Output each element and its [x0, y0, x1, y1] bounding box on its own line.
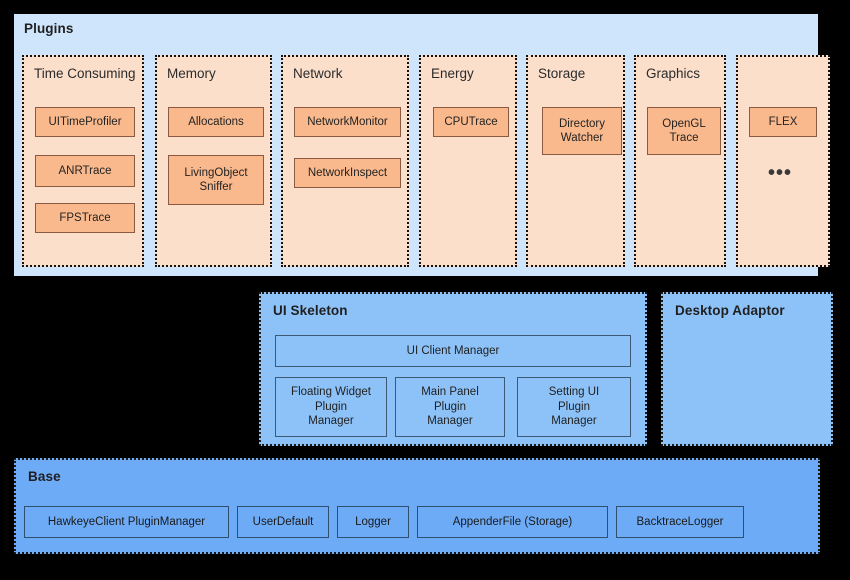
ui-skeleton-section: UI Skeleton UI Client Manager Floating W… — [259, 292, 647, 446]
plugin-column-title: Network — [293, 66, 343, 81]
base-box-appenderfile-storage[interactable]: AppenderFile (Storage) — [417, 506, 608, 538]
plugin-chip-flex[interactable]: FLEX — [749, 107, 817, 137]
plugin-chip-networkmonitor[interactable]: NetworkMonitor — [294, 107, 401, 137]
plugin-column-title: Memory — [167, 66, 216, 81]
base-box-logger[interactable]: Logger — [337, 506, 409, 538]
plugin-column-time-consuming: Time Consuming UITimeProfiler ANRTrace F… — [22, 55, 144, 267]
desktop-adaptor-title: Desktop Adaptor — [675, 303, 785, 318]
ui-skeleton-title: UI Skeleton — [273, 303, 348, 318]
more-plugins-ellipsis: ••• — [768, 162, 793, 184]
base-box-userdefault[interactable]: UserDefault — [237, 506, 329, 538]
plugin-column-network: Network NetworkMonitor NetworkInspect — [281, 55, 409, 267]
base-box-backtracelogger[interactable]: BacktraceLogger — [616, 506, 744, 538]
plugins-section-title: Plugins — [24, 21, 74, 36]
plugin-chip-fpstrace[interactable]: FPSTrace — [35, 203, 135, 233]
plugin-column-title: Energy — [431, 66, 474, 81]
plugin-column-energy: Energy CPUTrace — [419, 55, 517, 267]
desktop-adaptor-section: Desktop Adaptor — [661, 292, 833, 446]
plugin-column-title: Time Consuming — [34, 66, 136, 81]
plugin-chip-cputrace[interactable]: CPUTrace — [433, 107, 509, 137]
base-box-hawkeyeclient-pluginmanager[interactable]: HawkeyeClient PluginManager — [24, 506, 229, 538]
ui-client-manager-box[interactable]: UI Client Manager — [275, 335, 631, 367]
base-section: Base HawkeyeClient PluginManager UserDef… — [14, 458, 820, 554]
plugin-chip-anrtrace[interactable]: ANRTrace — [35, 155, 135, 187]
plugin-column-title: Storage — [538, 66, 586, 81]
plugin-chip-allocations[interactable]: Allocations — [168, 107, 264, 137]
plugin-column-other: FLEX ••• — [736, 55, 830, 267]
base-title: Base — [28, 469, 61, 484]
plugin-column-title: Graphics — [646, 66, 701, 81]
plugin-chip-networkinspect[interactable]: NetworkInspect — [294, 158, 401, 188]
plugin-chip-uitimeprofiler[interactable]: UITimeProfiler — [35, 107, 135, 137]
